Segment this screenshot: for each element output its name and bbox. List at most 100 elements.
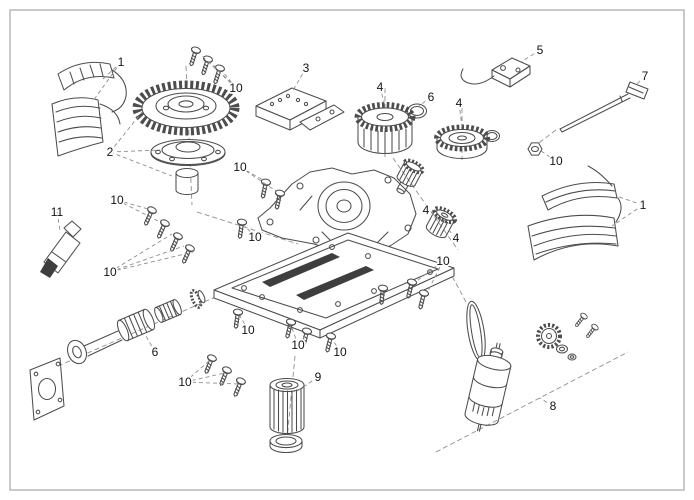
o-ring-1 [406, 103, 428, 119]
leader-line [109, 245, 185, 273]
leader-line [109, 149, 161, 153]
release-rod [559, 81, 649, 133]
leader-line [109, 233, 173, 273]
part-number-label: 1 [118, 55, 125, 69]
bracket-wire [460, 68, 495, 85]
screw [201, 353, 218, 376]
part-number-label: 10 [229, 81, 243, 95]
screw [230, 376, 247, 399]
brush-strap-upper-left [57, 61, 127, 113]
idler-gear-2 [425, 206, 458, 239]
part-number-label: 6 [152, 345, 159, 359]
leader-line [298, 376, 319, 391]
part-number-label: 4 [453, 231, 460, 245]
coupling-ring [269, 433, 303, 454]
part-number-label: 10 [436, 254, 450, 268]
base-plate [213, 232, 455, 339]
part-number-label: 11 [51, 205, 64, 219]
idler-gear-1 [396, 158, 425, 195]
leader-line [239, 166, 277, 192]
part-number-label: 10 [110, 193, 124, 207]
leader-line [116, 199, 149, 210]
part-number-label: 5 [537, 43, 544, 57]
leader-line [92, 61, 122, 102]
leader-line [116, 199, 161, 223]
part-number-label: 10 [241, 323, 255, 337]
screw [572, 311, 589, 330]
part-number-label: 7 [642, 69, 649, 83]
leader-line [211, 63, 237, 89]
washer-small [567, 353, 577, 361]
screw [257, 177, 272, 200]
part-number-label: 4 [377, 80, 384, 94]
gearbox-housing [257, 167, 417, 255]
screw [210, 63, 226, 86]
leader-line [222, 71, 237, 89]
leader-line [145, 335, 156, 353]
screw [583, 322, 600, 341]
plate-slot-1 [262, 253, 340, 287]
terminal-plate [299, 104, 345, 131]
part-number-label: 10 [178, 375, 192, 389]
terminal-block [255, 87, 345, 131]
leader-line [109, 251, 194, 273]
part-number-label: 3 [303, 61, 310, 75]
leader-line [109, 111, 143, 153]
part-number-label: 10 [333, 345, 347, 359]
part-number-label: 6 [428, 90, 435, 104]
washer-large [555, 344, 569, 354]
leader-line [635, 75, 646, 86]
leader-line [417, 260, 444, 281]
part-number-label: 10 [291, 338, 305, 352]
gear-flange [150, 138, 226, 166]
leader-line [379, 86, 386, 107]
leader-line [615, 195, 644, 206]
part-number-label: 10 [248, 230, 262, 244]
drive-belt [466, 300, 486, 362]
part-number-label: 9 [315, 370, 322, 384]
part-number-label: 1 [640, 198, 647, 212]
pinion-gear-large [354, 102, 416, 155]
leader-line [520, 49, 541, 63]
part-number-label: 8 [550, 399, 557, 413]
output-shaft-assembly [66, 289, 206, 365]
leader-line [184, 381, 240, 385]
part-number-label: 4 [456, 96, 463, 110]
splined-coupling [269, 377, 305, 435]
screw [234, 218, 248, 240]
leader-line [297, 334, 307, 346]
leader-line [427, 260, 444, 292]
part-number-label: 10 [103, 265, 117, 279]
screw [186, 45, 202, 68]
part-number-label: 2 [107, 145, 114, 159]
leader-line [425, 209, 438, 218]
brush-strap-lower-left [51, 97, 121, 157]
mounting-plate [29, 357, 65, 421]
leader-line [184, 360, 210, 383]
part-number-label: 4 [423, 203, 430, 217]
lock-nut [527, 142, 543, 156]
screw [178, 243, 196, 266]
leader-line [539, 397, 554, 407]
spur-gear [434, 124, 490, 159]
grease-tube [40, 220, 82, 278]
part-number-label: 10 [233, 160, 247, 174]
motor-pinion-gear [536, 323, 562, 349]
leader-line [418, 96, 432, 107]
leader-line [244, 225, 256, 238]
screw [166, 231, 184, 254]
screw [153, 218, 171, 241]
leader-line [291, 67, 307, 93]
part-number-label: 10 [549, 154, 563, 168]
motor [464, 342, 512, 432]
leader-line [239, 166, 264, 181]
screw [198, 54, 214, 77]
strap-lower-right [527, 197, 622, 261]
leader-line [447, 228, 457, 239]
leader-line [611, 204, 644, 227]
diagram-border [9, 9, 685, 491]
strap-upper-right [541, 165, 618, 211]
